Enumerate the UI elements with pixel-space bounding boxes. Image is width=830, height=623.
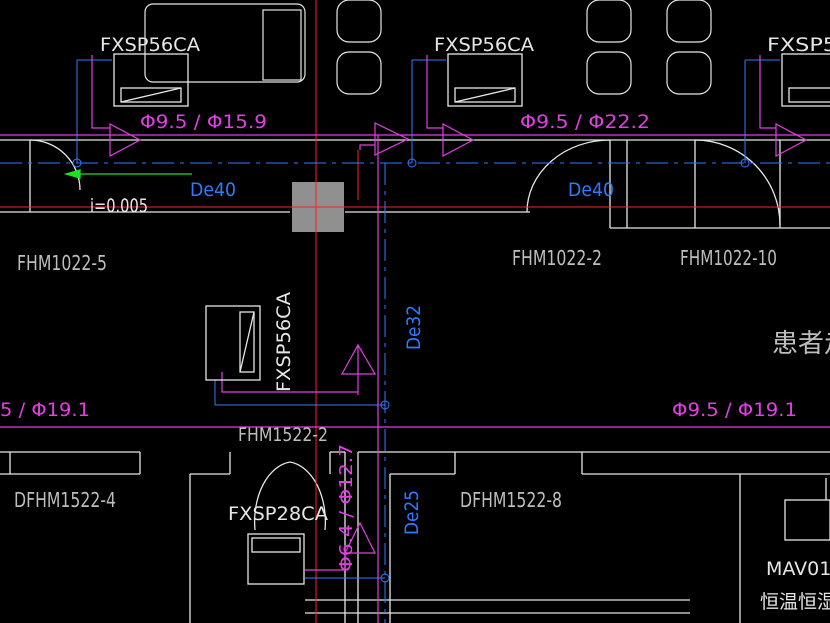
door-swing-arc [694, 139, 781, 226]
door-code-label: FHM1022-5 [17, 251, 107, 275]
refrigerant-branch [221, 372, 358, 393]
reducer-symbol [374, 122, 410, 156]
pipe-size-labels: Φ9.5 / Φ15.9 Φ9.5 / Φ22.2 5 / Φ19.1 Φ9.5… [0, 111, 797, 572]
unit-model-label: FXSP56CA [100, 34, 200, 56]
chair [586, 51, 632, 95]
pipe-size-label: Φ9.5 / Φ22.2 [520, 111, 650, 133]
refrigerant-branch [91, 55, 110, 129]
slope-arrow [63, 169, 192, 179]
drain-size-label: De40 [190, 179, 236, 201]
drain-node [380, 573, 390, 583]
unit-model-label: FXSP56CA [434, 34, 534, 56]
refrigerant-branch [759, 55, 776, 129]
chair [666, 51, 712, 95]
door-code-label: DFHM1522-8 [460, 488, 562, 512]
drain-node [740, 158, 750, 168]
drain-size-label: De32 [403, 305, 425, 350]
door-code-label: FHM1022-2 [512, 246, 602, 270]
reducer-symbol [344, 521, 376, 554]
slope-label: i=0.005 [90, 195, 148, 217]
equipment-desc-label: 恒温恒湿空 [760, 591, 830, 613]
indoor-units [113, 53, 830, 585]
fan-coil-unit [447, 53, 523, 107]
equipment-code-label: MAV018 [766, 558, 830, 580]
room-name-label: 患者走 [772, 329, 830, 359]
walls [0, 139, 830, 623]
drain-pipes [0, 59, 830, 623]
door-labels: FHM1022-5 FHM1022-2 FHM1022-10 FHM1522-2… [14, 246, 777, 512]
pipe-size-label: Φ9.5 / Φ15.9 [140, 111, 267, 133]
door-swing-arc [526, 139, 611, 213]
bed-headboard [262, 9, 302, 81]
unit-labels: FXSP56CA FXSP56CA FXSP5 FXSP56CA FXSP28C… [100, 34, 830, 525]
bed-outline [144, 3, 306, 83]
chair [586, 0, 632, 43]
chair [666, 0, 712, 43]
drain-node [380, 400, 390, 410]
door-code-label: FHM1022-10 [680, 246, 777, 270]
drain-size-label: De40 [568, 179, 614, 201]
reducer-symbol [109, 123, 142, 157]
pipe-size-label: 5 / Φ19.1 [0, 399, 90, 421]
reducer-symbol [340, 343, 377, 375]
pipe-size-label: Φ6.4 / Φ12.7 [336, 444, 357, 572]
fan-coil-unit [205, 305, 261, 381]
fan-coil-unit [113, 53, 189, 107]
equipment-labels: MAV018 恒温恒湿空 [760, 558, 830, 613]
unit-model-label: FXSP5 [767, 34, 830, 56]
drain-size-label: De25 [401, 490, 423, 535]
drain-size-labels: De40 De40 De32 De25 [190, 179, 614, 535]
unit-model-label: FXSP56CA [273, 292, 295, 392]
chair [336, 0, 382, 43]
unit-model-label: FXSP28CA [228, 503, 328, 525]
refrigerant-pipes [0, 55, 830, 623]
drain-node [72, 158, 82, 168]
reducer-symbol [775, 123, 808, 157]
drain-node [407, 158, 417, 168]
door-swing-arc [29, 139, 81, 191]
fan-coil-unit [247, 533, 305, 585]
door-code-label: FHM1522-2 [238, 424, 328, 446]
door-swing-arc [289, 461, 327, 531]
chair [336, 51, 382, 95]
refrigerant-branch [359, 144, 375, 150]
equipment-box [784, 499, 830, 541]
door-code-label: DFHM1522-4 [14, 488, 116, 512]
reducer-symbol [442, 123, 475, 157]
fan-coil-unit [781, 53, 830, 107]
pipe-size-label: Φ9.5 / Φ19.1 [672, 399, 797, 421]
furniture [144, 0, 712, 95]
refrigerant-branch [426, 55, 443, 129]
door-swing-arc [253, 461, 291, 531]
